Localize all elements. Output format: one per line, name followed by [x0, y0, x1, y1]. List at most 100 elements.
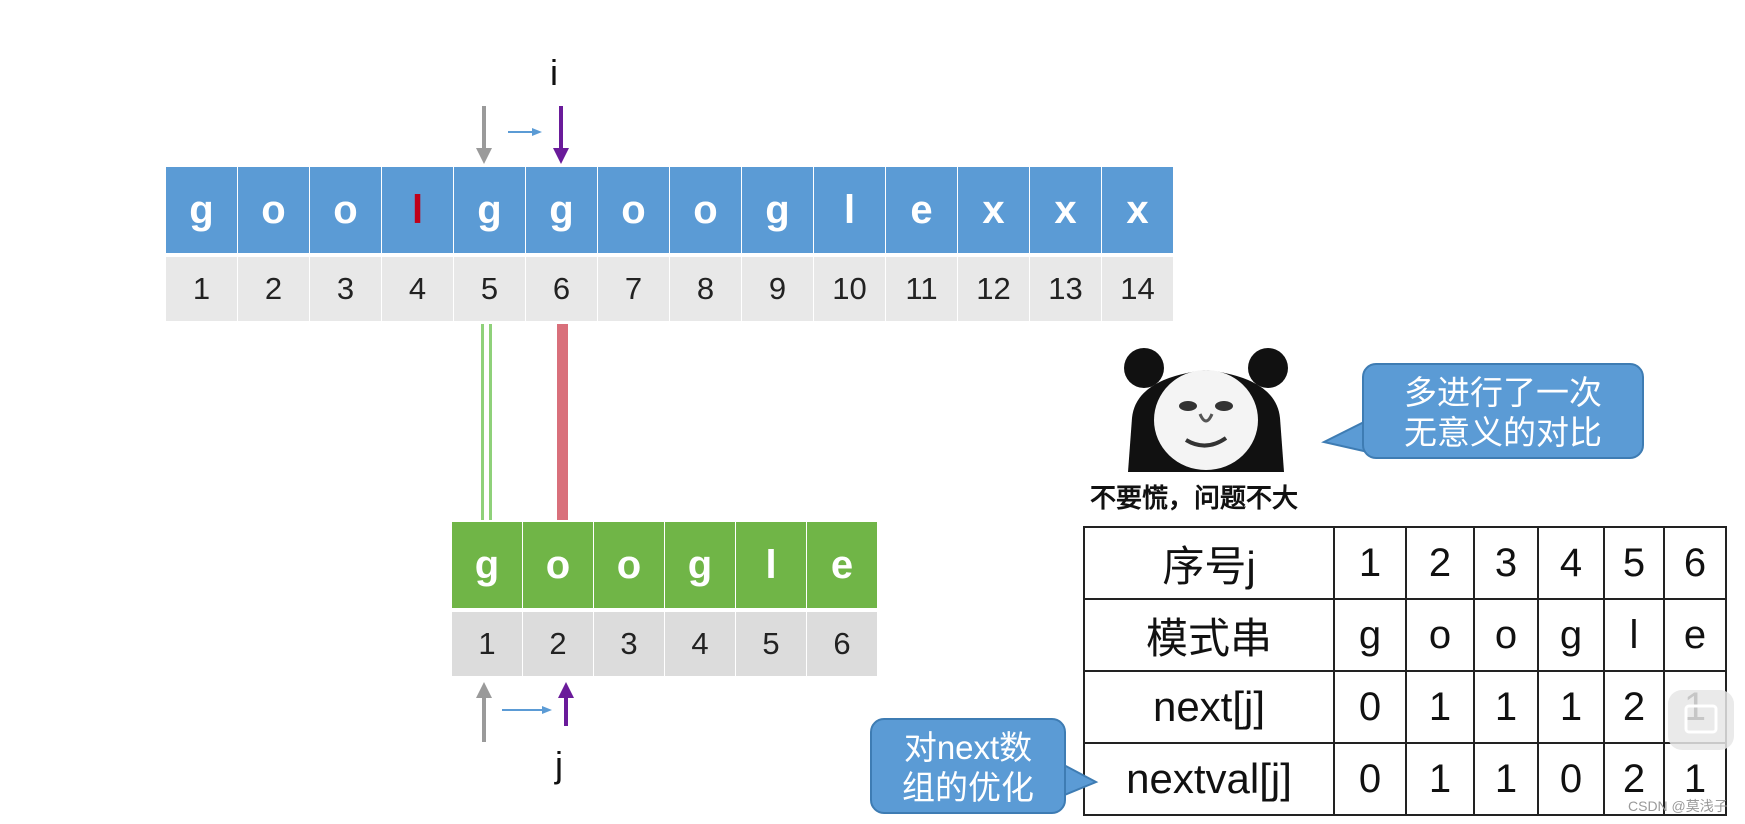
table-row-nextval: nextval[j] 0 1 1 0 2 1 [1083, 742, 1727, 816]
gray-down-arrow-icon [476, 106, 492, 164]
pattern-row: g o o g l e [452, 522, 878, 608]
pattern-index: 1 [452, 612, 522, 676]
comment-bubble-top: 多进行了一次 无意义的对比 [1362, 363, 1644, 459]
main-index: 14 [1102, 257, 1173, 321]
bubble-bottom-line2: 组的优化 [902, 769, 1034, 806]
pattern-char: e [807, 522, 877, 608]
bubble-top-line1: 多进行了一次 [1404, 374, 1602, 411]
main-char: o [670, 167, 741, 253]
pattern-char: o [594, 522, 664, 608]
main-char: x [958, 167, 1029, 253]
bubble-bottom-line1: 对next数 [903, 729, 1033, 766]
table-cell: 2 [1603, 742, 1665, 816]
table-cell: 0 [1537, 742, 1605, 816]
table-cell: 6 [1663, 526, 1727, 600]
main-index: 10 [814, 257, 885, 321]
table-row-label: 序号j [1083, 526, 1335, 600]
pattern-char: o [523, 522, 593, 608]
pointer-i-label: i [550, 52, 558, 93]
main-index: 7 [598, 257, 669, 321]
table-cell: 2 [1405, 526, 1475, 600]
table-row-pattern: 模式串 g o o g l e [1083, 598, 1727, 672]
main-index: 9 [742, 257, 813, 321]
bottom-arrows [476, 682, 574, 742]
table-cell: 4 [1537, 526, 1605, 600]
main-index: 13 [1030, 257, 1101, 321]
table-cell: e [1663, 598, 1727, 672]
main-index: 8 [670, 257, 741, 321]
table-cell: 5 [1603, 526, 1665, 600]
table-cell: l [1603, 598, 1665, 672]
main-index: 12 [958, 257, 1029, 321]
top-arrows [476, 106, 569, 164]
next-table: 序号j 1 2 3 4 5 6 模式串 g o o g l e next[j] … [1083, 526, 1727, 816]
main-char: x [1030, 167, 1101, 253]
main-string-row: g o o l g g o o g l e x x x [166, 167, 1174, 253]
pointer-j-label: j [555, 744, 563, 785]
video-overlay-button[interactable] [1668, 690, 1734, 750]
main-index: 1 [166, 257, 237, 321]
main-index: 6 [526, 257, 597, 321]
main-index: 5 [454, 257, 525, 321]
pattern-index-row: 1 2 3 4 5 6 [452, 612, 878, 676]
pattern-char: g [665, 522, 735, 608]
pattern-index: 4 [665, 612, 735, 676]
main-index-row: 1 2 3 4 5 6 7 8 9 10 11 12 13 14 [166, 257, 1174, 321]
main-char: x [1102, 167, 1173, 253]
table-row-label: next[j] [1083, 670, 1335, 744]
match-line-green [481, 324, 484, 520]
main-index: 3 [310, 257, 381, 321]
pattern-index: 5 [736, 612, 806, 676]
bubble-tail [1061, 762, 1099, 798]
pattern-char: l [736, 522, 806, 608]
main-char: g [166, 167, 237, 253]
table-row-label: 模式串 [1083, 598, 1335, 672]
table-cell: 1 [1473, 670, 1539, 744]
table-cell: 1 [1663, 742, 1727, 816]
table-cell: o [1405, 598, 1475, 672]
main-char: o [310, 167, 381, 253]
table-cell: 0 [1333, 742, 1407, 816]
gray-up-arrow-icon [476, 682, 492, 742]
table-row-index: 序号j 1 2 3 4 5 6 [1083, 526, 1727, 600]
mismatch-line-red [557, 324, 568, 520]
table-cell: 1 [1333, 526, 1407, 600]
table-cell: g [1537, 598, 1605, 672]
panda-meme-icon [1124, 348, 1288, 472]
meme-caption: 不要慌，问题不大 [1090, 484, 1299, 514]
main-char: o [598, 167, 669, 253]
table-cell: g [1333, 598, 1407, 672]
shift-right-arrow-icon [502, 706, 552, 714]
shift-right-arrow-icon [508, 128, 542, 136]
bubble-top-line2: 无意义的对比 [1404, 414, 1602, 451]
main-char: o [238, 167, 309, 253]
match-line-green [489, 324, 492, 520]
main-char: g [526, 167, 597, 253]
table-cell: o [1473, 598, 1539, 672]
table-cell: 2 [1603, 670, 1665, 744]
main-char: e [886, 167, 957, 253]
table-cell: 3 [1473, 526, 1539, 600]
comment-bubble-bottom: 对next数 组的优化 [870, 718, 1066, 814]
main-index: 2 [238, 257, 309, 321]
watermark: CSDN @莫浅子 [1628, 798, 1728, 814]
table-cell: 1 [1405, 742, 1475, 816]
main-index: 4 [382, 257, 453, 321]
pattern-char: g [452, 522, 522, 608]
main-char: g [454, 167, 525, 253]
pattern-index: 3 [594, 612, 664, 676]
table-cell: 1 [1473, 742, 1539, 816]
purple-up-arrow-icon [558, 682, 574, 726]
picture-in-picture-icon [1684, 704, 1718, 734]
table-cell: 1 [1405, 670, 1475, 744]
main-char: l [814, 167, 885, 253]
table-cell: 1 [1537, 670, 1605, 744]
table-cell: 0 [1333, 670, 1407, 744]
pattern-index: 2 [523, 612, 593, 676]
pattern-index: 6 [807, 612, 877, 676]
table-row-next: next[j] 0 1 1 1 2 1 [1083, 670, 1727, 744]
main-index: 11 [886, 257, 957, 321]
main-char-mismatch: l [382, 167, 453, 253]
table-row-label: nextval[j] [1083, 742, 1335, 816]
purple-down-arrow-icon [553, 106, 569, 164]
